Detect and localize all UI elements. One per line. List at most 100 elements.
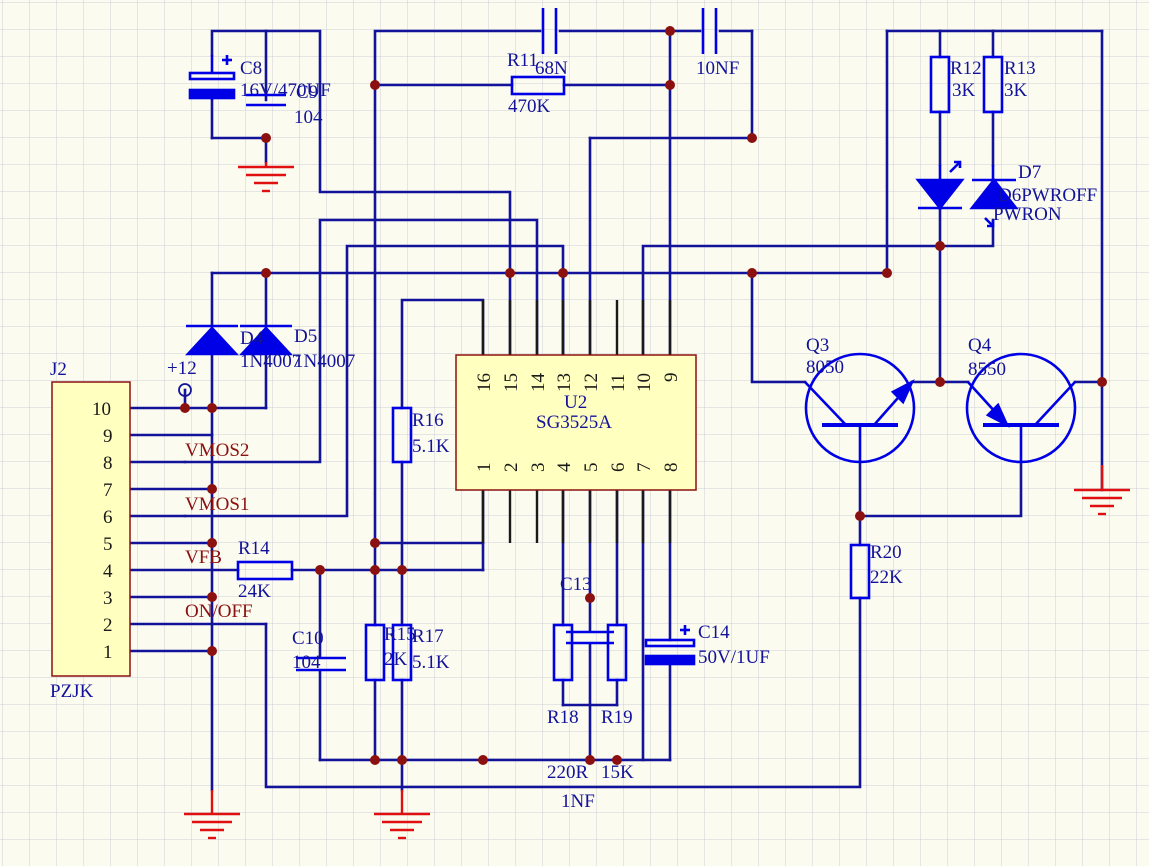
resistor-r20[interactable] [849, 543, 871, 600]
d7-label-pwron: PWRON [993, 204, 1062, 225]
r19-value: 15K [601, 762, 634, 783]
connector-pin-1: 1 [103, 642, 113, 663]
resistor-r15[interactable] [364, 623, 386, 682]
net-vmos2: VMOS2 [185, 440, 249, 461]
svg-text:4: 4 [554, 462, 575, 472]
resistor-r19[interactable] [606, 623, 628, 682]
net-vfb: VFB [185, 547, 222, 568]
connector-pin-4: 4 [103, 561, 113, 582]
r19-ref: R19 [601, 707, 633, 728]
r17-value: 5.1K [412, 652, 450, 673]
ic-pins [481, 300, 672, 543]
net-onoff: ON/OFF [185, 601, 253, 622]
r15-ref: R15 [384, 624, 416, 645]
diode-d5[interactable] [239, 324, 293, 356]
junctions [180, 26, 1107, 765]
net-plus12: +12 [167, 358, 197, 397]
r12-ref: R12 [950, 58, 982, 79]
r13-ref: R13 [1004, 58, 1036, 79]
q4-value: 8550 [968, 359, 1006, 380]
c13-ref: C13 [560, 574, 592, 595]
svg-text:6: 6 [608, 463, 629, 473]
svg-text:16: 16 [474, 373, 495, 392]
connector-body [51, 381, 131, 677]
svg-text:2: 2 [501, 463, 522, 473]
diode-d4[interactable] [185, 324, 239, 356]
ic-value: SG3525A [536, 412, 612, 433]
c10-ref: C10 [292, 628, 324, 649]
r14-ref: R14 [238, 538, 270, 559]
r16-value: 5.1K [412, 436, 450, 457]
connector-pin-9: 9 [103, 426, 113, 447]
capacitor-c13[interactable] [566, 630, 614, 645]
r15-value: 2K [384, 649, 408, 670]
resistor-r13[interactable] [982, 55, 1004, 114]
r11-ref: R11 [507, 50, 538, 71]
connector-j2[interactable]: J2 PZJK 10 9 8 7 6 5 4 3 2 1 [50, 359, 131, 702]
d5-ref: D5 [294, 326, 317, 347]
transistor-q4[interactable] [965, 352, 1077, 464]
connector-pin-2: 2 [103, 615, 113, 636]
resistor-r17[interactable] [391, 623, 413, 682]
svg-text:7: 7 [634, 463, 655, 473]
ic-body [455, 354, 697, 491]
ic-bottom-pin-numbers: 1 2 3 4 5 6 7 8 [474, 462, 682, 472]
c9-ref: C9 [296, 82, 318, 103]
connector-pin-8: 8 [103, 453, 113, 474]
r12-value: 3K [952, 80, 976, 101]
c14-ref: C14 [698, 622, 730, 643]
svg-text:+12: +12 [167, 358, 197, 379]
c12-value: 10NF [696, 58, 739, 79]
capacitor-c11[interactable] [541, 8, 558, 54]
connector-value: PZJK [50, 681, 94, 702]
resistor-r11[interactable] [510, 75, 566, 96]
connector-pin-6: 6 [103, 507, 113, 528]
c9-value: 104 [294, 107, 323, 128]
connector-pin-3: 3 [103, 588, 113, 609]
r16-ref: R16 [412, 410, 444, 431]
connector-pin-10: 10 [92, 399, 111, 420]
r17-ref: R17 [412, 626, 444, 647]
svg-text:10: 10 [634, 373, 655, 392]
c14-value: 50V/1UF [698, 647, 770, 668]
svg-text:3: 3 [528, 463, 549, 473]
connector-ref: J2 [50, 359, 67, 380]
resistor-r14[interactable] [236, 560, 294, 581]
resistor-r18[interactable] [552, 623, 574, 682]
net-vmos1: VMOS1 [185, 494, 249, 515]
ground-symbol-top [238, 162, 294, 193]
svg-text:1: 1 [474, 463, 495, 473]
svg-text:15: 15 [501, 373, 522, 392]
c10-value: 104 [292, 652, 321, 673]
r18-ref: R18 [547, 707, 579, 728]
c13-value: 1NF [561, 791, 595, 812]
capacitor-c10[interactable] [296, 656, 346, 672]
resistor-r16[interactable] [391, 406, 413, 464]
capacitor-c12[interactable] [701, 8, 718, 54]
r18-value: 220R [547, 762, 589, 783]
led-d7[interactable] [915, 160, 1019, 228]
q3-ref: Q3 [806, 335, 829, 356]
svg-text:9: 9 [661, 373, 682, 383]
transistor-q3[interactable] [804, 352, 916, 464]
svg-text:11: 11 [608, 374, 629, 392]
c8-ref: C8 [240, 58, 262, 79]
c11-value: 68N [535, 58, 568, 79]
ground-symbol-right [1074, 465, 1130, 516]
connector-pin-7: 7 [103, 480, 113, 501]
connector-pin-5: 5 [103, 534, 113, 555]
resistor-r12[interactable] [929, 55, 951, 114]
r14-value: 24K [238, 581, 271, 602]
svg-text:5: 5 [581, 463, 602, 473]
ic-top-pin-numbers: 16 15 14 13 12 11 10 9 [474, 373, 682, 393]
capacitor-c14[interactable] [644, 625, 696, 666]
d4-ref: D4 [240, 328, 264, 349]
q3-value: 8050 [806, 357, 844, 378]
ic-u2[interactable]: 16 15 14 13 12 11 10 9 1 2 3 4 5 6 7 8 U… [455, 300, 697, 543]
svg-text:12: 12 [581, 373, 602, 392]
capacitor-c8[interactable] [188, 55, 236, 100]
ic-ref: U2 [564, 392, 587, 413]
q4-ref: Q4 [968, 335, 992, 356]
capacitor-c9[interactable] [246, 93, 286, 107]
